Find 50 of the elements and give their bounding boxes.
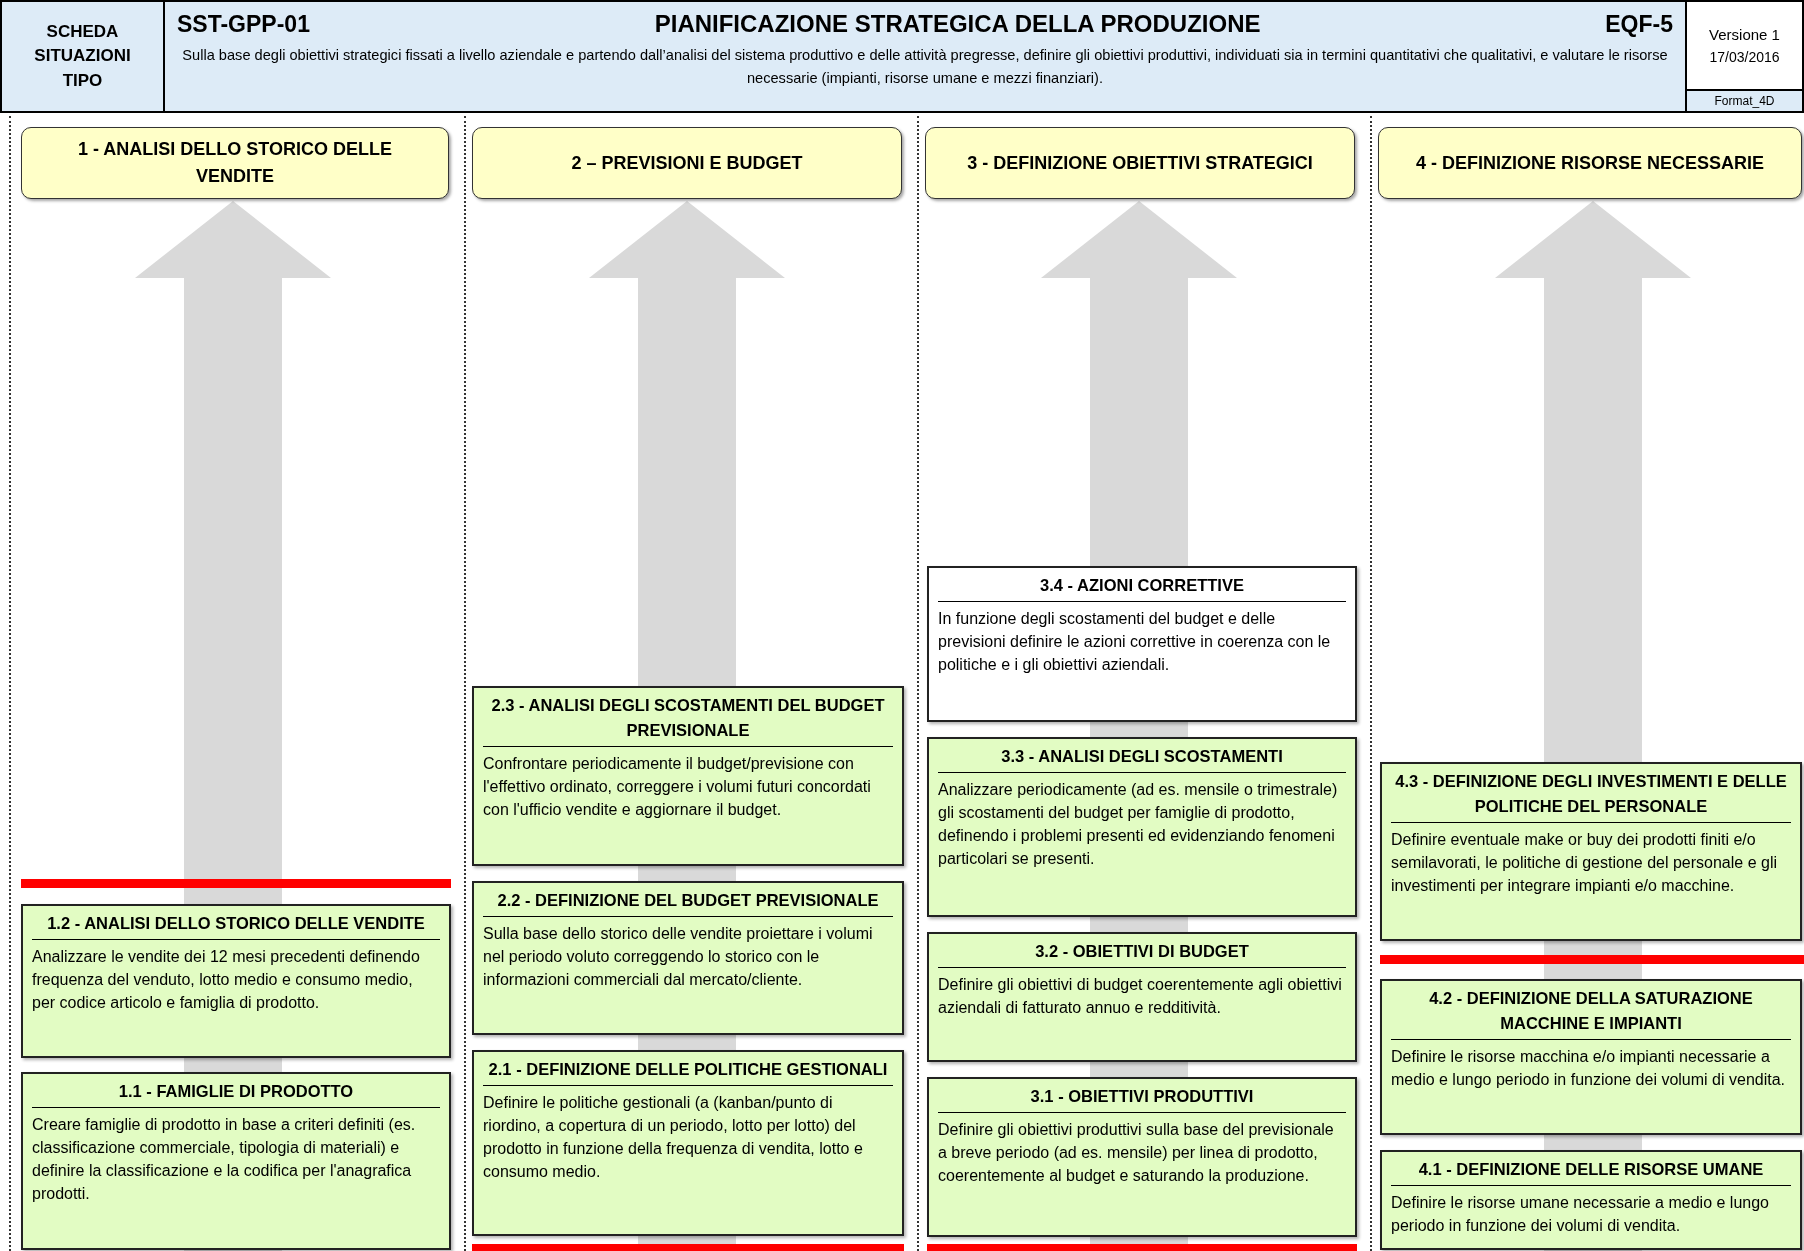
level-code: EQF-5 [1605, 9, 1673, 39]
title-panel [165, 0, 1687, 113]
version-text: Versione 1 [1708, 25, 1781, 45]
step-description: Definire gli obiettivi di budget coerentemente agli obiettivi aziendali di fatturato annuo e redditività. [938, 974, 1343, 1018]
phase-header: 2 – PREVISIONI E BUDGET [472, 127, 902, 199]
step-card [927, 1077, 1357, 1237]
step-card [1380, 979, 1802, 1135]
format-code-box: Format_4D [1687, 89, 1802, 111]
step-heading: 4.2 - DEFINIZIONE DELLA SATURAZIONE MACCHINE E IMPIANTI [1391, 986, 1791, 1040]
step-description: Confrontare periodicamente il budget/previsione con l'effettivo ordinato, correggere i volumi futuri concordati con l'ufficio vendite e aggiornare il budget. [483, 753, 872, 820]
step-heading: 3.2 - OBIETTIVI DI BUDGET [938, 939, 1346, 968]
step-description: Analizzare periodicamente (ad es. mensile o trimestrale) gli scostamenti del budget per famiglie di prodotto, definendo i problemi presenti ed evidenziando fenomeni particolari se presenti. [938, 779, 1339, 870]
step-card [21, 904, 451, 1058]
description-text: Sulla base degli obiettivi strategici fissati a livello aziendale e partendo dall’analisi del sistema produttivo e delle attività pregresse, definire gli obiettivi produttivi, individuati sia in termini quantitativi che qualitativi, e valutare le risorse necessarie (impianti, risorse umane e mezzi finanziari). [181, 46, 1669, 88]
step-heading: 1.2 - ANALISI DELLO STORICO DELLE VENDITE [32, 911, 440, 940]
step-card [1380, 762, 1802, 941]
step-card [472, 881, 904, 1035]
step-description: Definire gli obiettivi produttivi sulla base del previsionale a breve periodo (ad es. mensile) per linea di prodotto, coerentemente al budget e saturando la produzione. [938, 1119, 1335, 1187]
phase-header: 4 - DEFINIZIONE RISORSE NECESSARIE [1378, 127, 1802, 199]
step-heading: 2.3 - ANALISI DEGLI SCOSTAMENTI DEL BUDGET PREVISIONALE [483, 693, 893, 747]
main-title: PIANIFICAZIONE STRATEGICA DELLA PRODUZIONE [654, 9, 1261, 39]
step-heading: 3.4 - AZIONI CORRETTIVE [938, 573, 1346, 602]
step-heading: 4.3 - DEFINIZIONE DEGLI INVESTIMENTI E DELLE POLITICHE DEL PERSONALE [1391, 769, 1791, 823]
step-heading: 3.3 - ANALISI DEGLI SCOSTAMENTI [938, 744, 1346, 773]
phase-header: 3 - DEFINIZIONE OBIETTIVI STRATEGICI [925, 127, 1355, 199]
form-code: SST-GPP-01 [177, 9, 310, 39]
step-description: Definire le risorse macchina e/o impianti necessarie a medio e lungo periodo in funzione dei volumi di vendita. [1391, 1046, 1787, 1090]
step-heading: 2.2 - DEFINIZIONE DEL BUDGET PREVISIONALE [483, 888, 893, 917]
step-card [472, 686, 904, 866]
date-text: 17/03/2016 [1708, 47, 1781, 67]
step-description: Creare famiglie di prodotto in base a criteri definiti (es. classificazione commerciale, tipologia di materiali) e definire la classificazione e la codifica per l'anagrafica prodotti. [32, 1114, 417, 1205]
step-card [927, 566, 1357, 722]
step-description: Definire le risorse umane necessarie a medio e lungo periodo in funzione dei volumi di vendita. [1391, 1192, 1770, 1236]
step-card [472, 1050, 904, 1236]
step-description: In funzione degli scostamenti del budget e delle previsioni definire le azioni correttive in coerenza con le politiche e i gli obiettivi aziendali. [938, 608, 1332, 676]
step-heading: 2.1 - DEFINIZIONE DELLE POLITICHE GESTIONALI [483, 1057, 893, 1086]
step-description: Definire le politiche gestionali (a (kanban/punto di riordino, a copertura di un periodo, lotto per lotto) del prodotto in funzione della frequenza di vendita, lotto e consumo medio. [483, 1092, 864, 1183]
step-description: Definire eventuale make or buy dei prodotti finiti e/o semilavorati, le politiche di gestione del personale e gli investimenti per integrare impianti e/o macchine. [1391, 829, 1778, 896]
version-panel [1687, 0, 1804, 113]
step-heading: 4.1 - DEFINIZIONE DELLE RISORSE UMANE [1391, 1157, 1791, 1186]
step-heading: 1.1 - FAMIGLIE DI PRODOTTO [32, 1079, 440, 1108]
step-heading: 3.1 - OBIETTIVI PRODUTTIVI [938, 1084, 1346, 1113]
step-card [927, 737, 1357, 917]
step-description: Analizzare le vendite dei 12 mesi precedenti definendo frequenza del venduto, lotto medio e consumo medio, per codice articolo e famiglia di prodotto. [32, 946, 421, 1014]
sheet-type-label: SCHEDA SITUAZIONI TIPO [0, 0, 165, 113]
phase-header: 1 - ANALISI DELLO STORICO DELLE VENDITE [21, 127, 449, 199]
step-card [21, 1072, 451, 1250]
step-card [1380, 1150, 1802, 1250]
step-card [927, 932, 1357, 1062]
step-description: Sulla base dello storico delle vendite proiettare i volumi nel periodo voluto correggendo lo storico con le informazioni commerciali dal mercato/cliente. [483, 923, 874, 991]
